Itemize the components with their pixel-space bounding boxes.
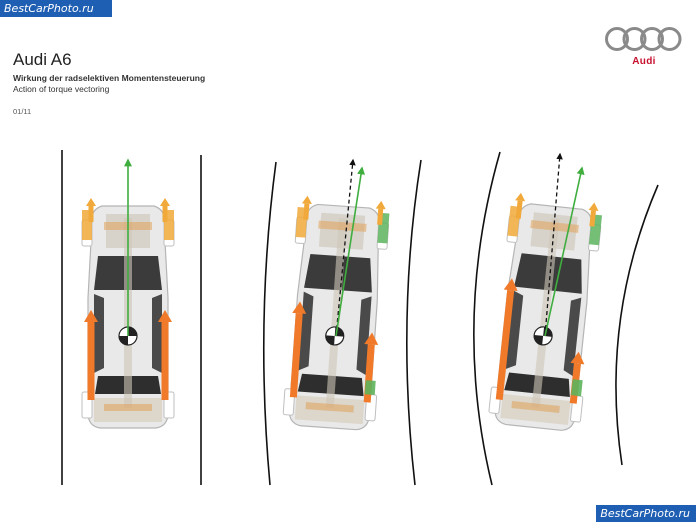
watermark-bottom: BestCarPhoto.ru (596, 505, 696, 522)
title-block: Audi A6 Wirkung der radselektiven Moment… (13, 50, 205, 117)
brand-name: Audi (632, 56, 656, 67)
audi-brand: Audi (603, 26, 685, 67)
watermark-top: BestCarPhoto.ru (0, 0, 112, 17)
panel-tight-curve (473, 151, 659, 486)
subtitle-german: Wirkung der radselektiven Momentensteuer… (13, 73, 206, 83)
panel-straight-road (61, 150, 202, 485)
document-code: 01/11 (13, 107, 32, 116)
subtitle-english: Action of torque vectoring (13, 84, 110, 94)
model-title: Audi A6 (13, 50, 72, 69)
four-rings-icon (605, 27, 682, 51)
panel-gentle-curve (262, 158, 422, 486)
